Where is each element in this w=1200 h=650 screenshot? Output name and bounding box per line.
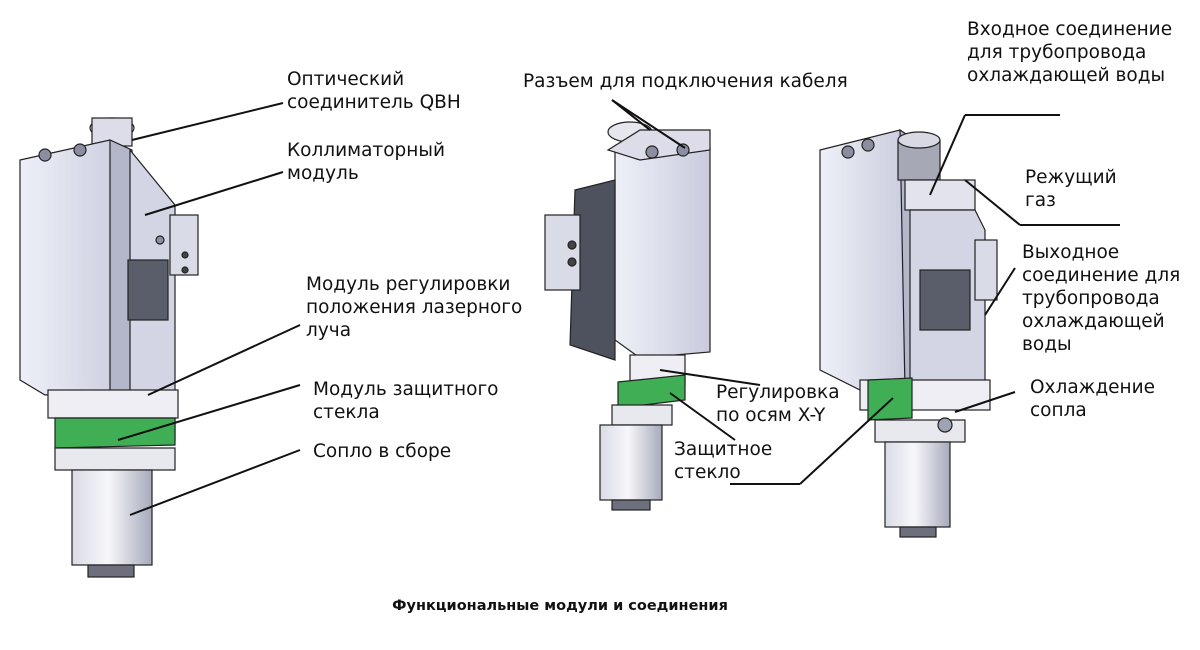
label-protective-glass: Защитное стекло	[674, 439, 773, 483]
label-beam-adjust-module: Модуль регулировки положения лазерного л…	[306, 274, 523, 341]
leader-lines	[117, 99, 1120, 516]
figure-caption: Функциональные модули и соединения	[392, 598, 728, 614]
label-nozzle-assembly: Сопло в сборе	[313, 441, 452, 462]
label-water-outlet: Выходное соединение для трубопровода охл…	[1022, 242, 1181, 355]
label-collimator-module: Коллиматорный модуль	[287, 140, 445, 184]
label-protective-glass-module: Модуль защитного стекла	[313, 379, 499, 423]
laser-head-left	[19, 117, 199, 578]
label-cutting-gas: Режущий газ	[1025, 167, 1117, 211]
label-qbh-connector: Оптический соединитель QBH	[287, 69, 461, 113]
laser-head-middle	[544, 121, 711, 511]
label-cable-connector: Разъем для подключения кабеля	[523, 71, 848, 92]
label-xy-adjust: Регулировка по осям X-Y	[716, 382, 840, 426]
label-nozzle-cooling: Охлаждение сопла	[1030, 377, 1156, 421]
label-water-inlet: Входное соединение для трубопровода охла…	[967, 19, 1173, 86]
laser-head-right	[819, 128, 998, 538]
